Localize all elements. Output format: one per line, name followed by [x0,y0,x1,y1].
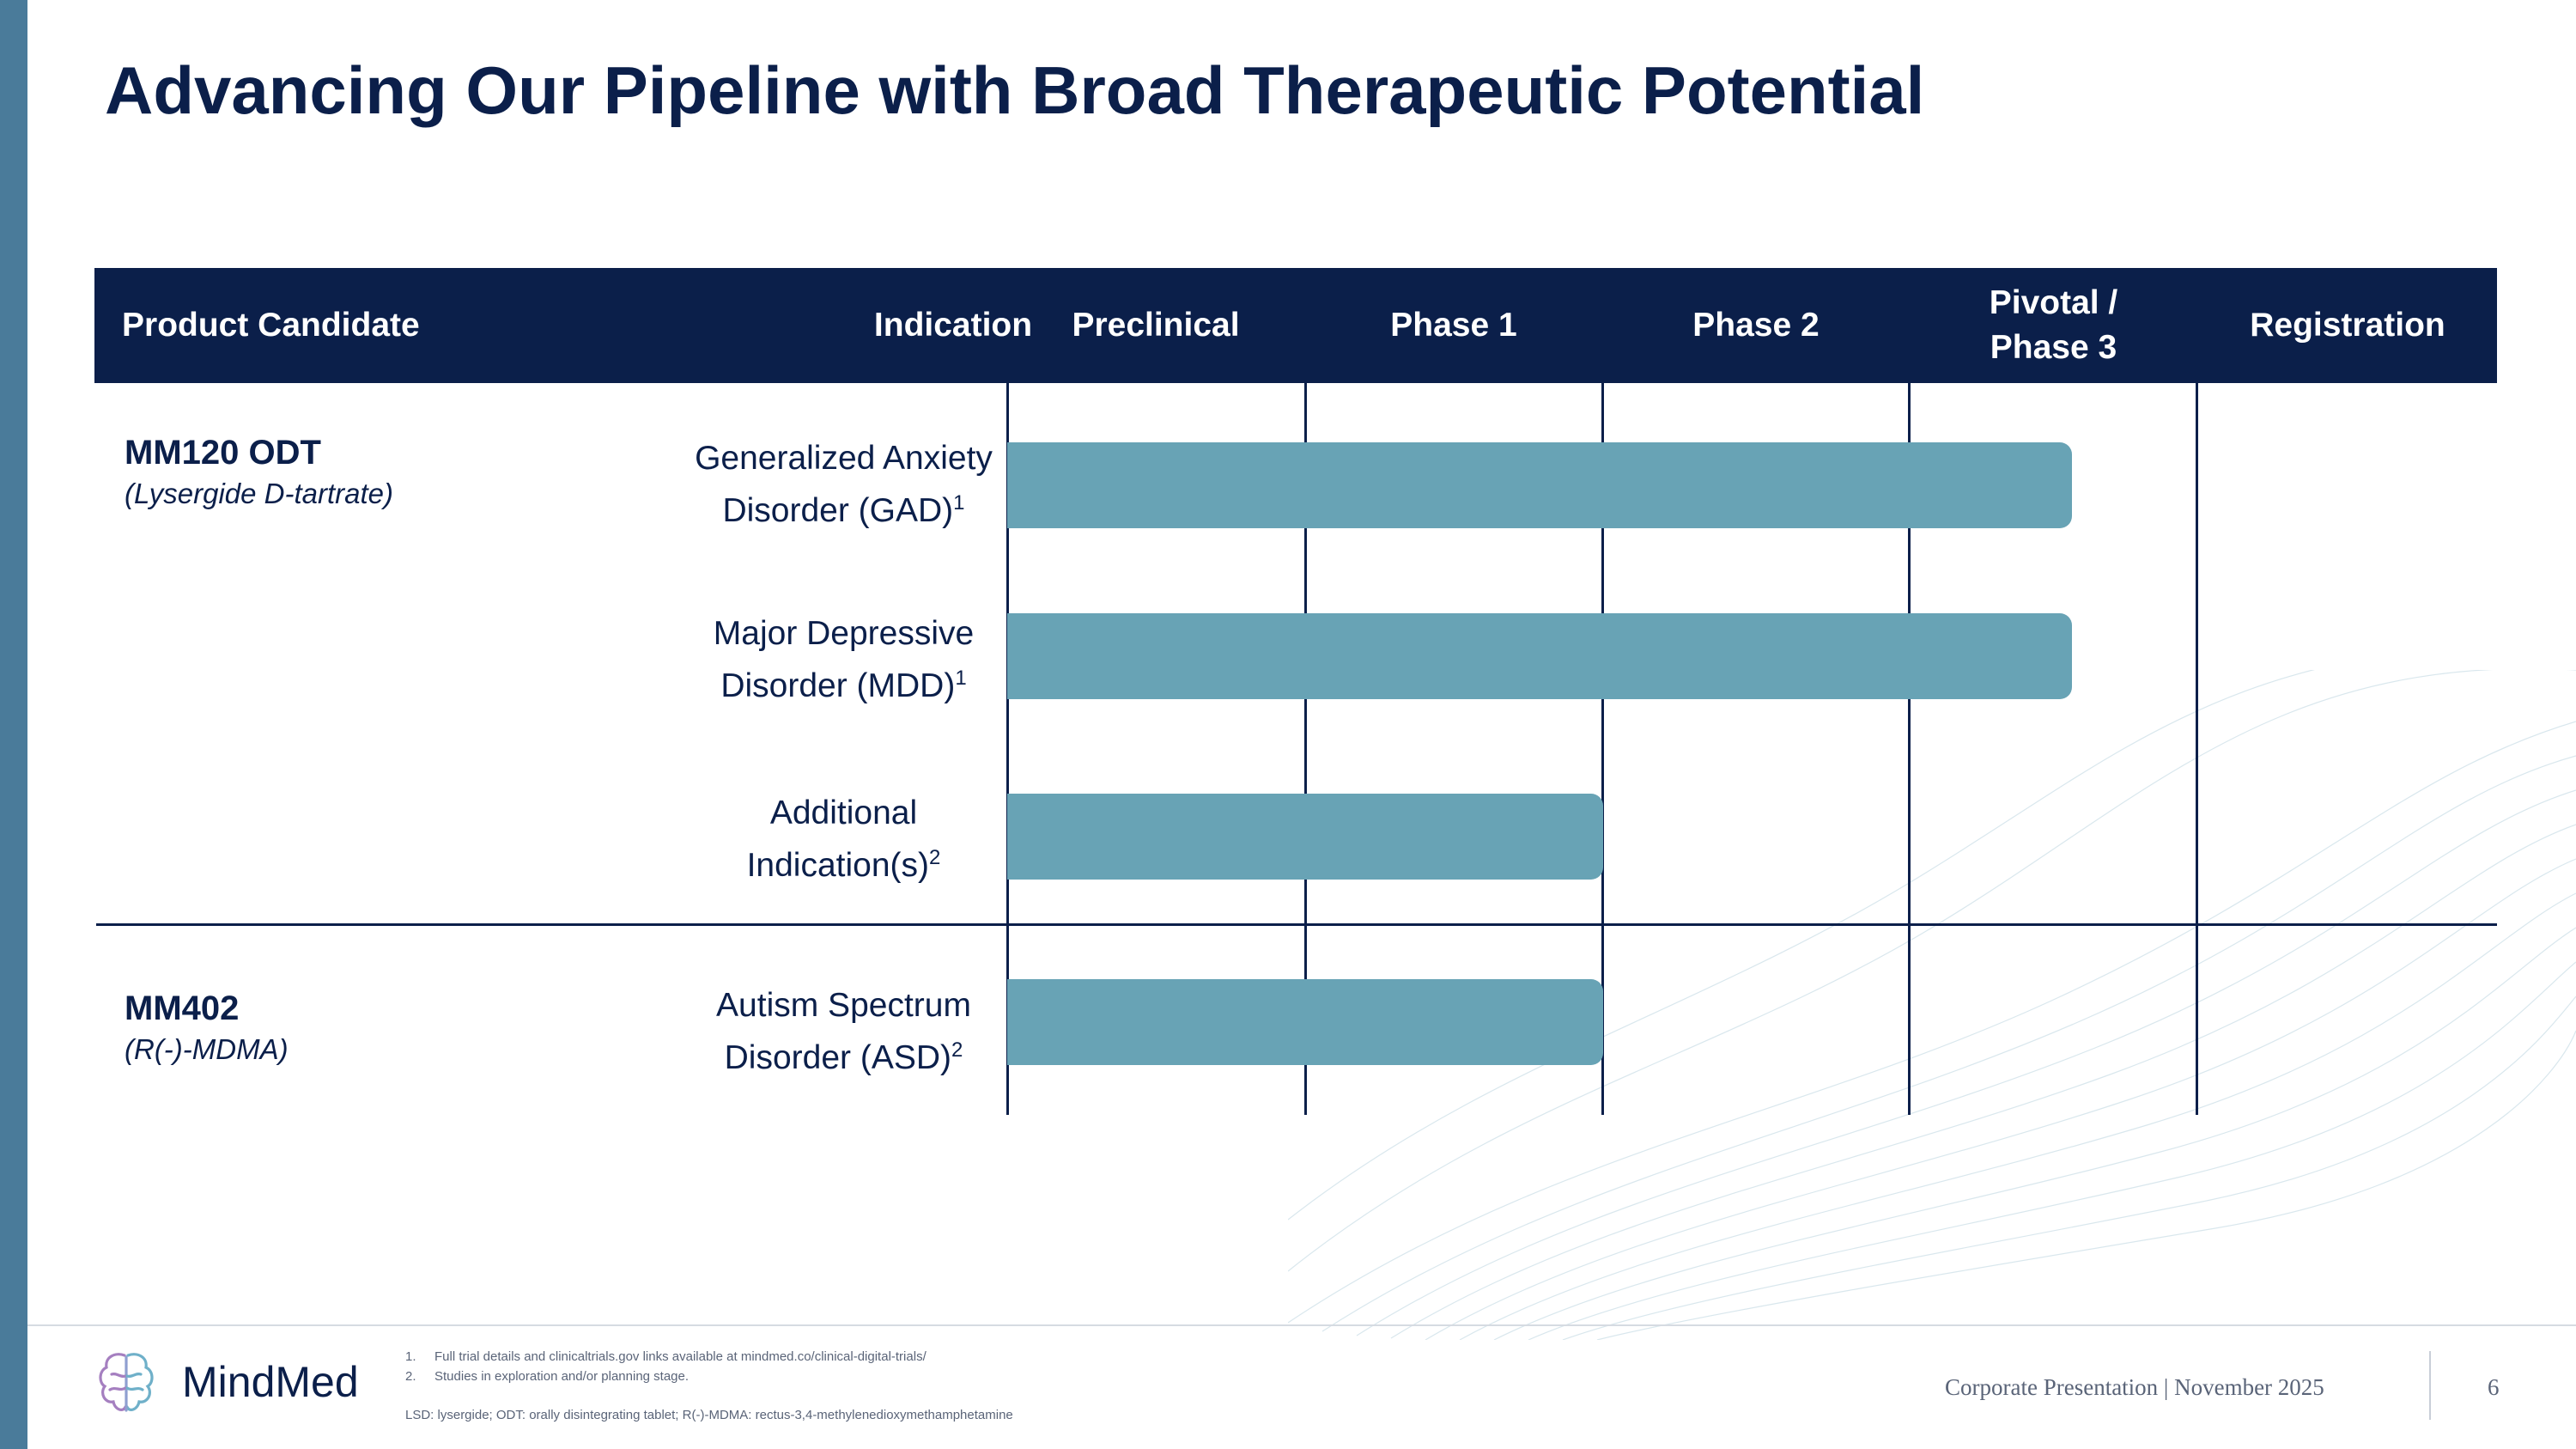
candidate-name-mm402: MM402 [125,989,240,1027]
footnote-2-number: 2. [405,1369,416,1384]
page-number: 6 [2488,1374,2500,1400]
header-registration: Registration [2250,307,2445,344]
progress-bar-mdd [1007,613,2072,699]
brain-logo-icon [99,1353,154,1412]
footnote-1-text: Full trial details and clinicaltrials.go… [434,1349,927,1364]
header-indication: Indication [873,307,1033,344]
footnote-2: 2. Studies in exploration and/or planning… [405,1369,689,1384]
header-pivotal-line2: Phase 3 [1990,329,2117,366]
header-phase-1: Phase 1 [1390,307,1517,344]
candidate-subtitle-mm402: (R(-)-MDMA) [125,1033,289,1065]
header-preclinical: Preclinical [1072,307,1240,344]
indication-additional-footnote: 2 [929,846,941,869]
indication-mdd: Major Depressive Disorder (MDD)1 [670,612,1018,709]
grid-line-phase1-start [1304,383,1307,1115]
progress-bar-asd [1007,979,1603,1065]
indication-asd-line1: Autism Spectrum [716,987,971,1024]
grid-line-pivotal-start [1908,383,1911,1115]
side-accent-bar [0,0,27,1449]
grid-line-registration-start [2196,383,2198,1115]
grid-line-preclinical-start [1006,383,1009,1115]
indication-additional-line2: Indication(s) [746,847,930,884]
footnote-1-number: 1. [405,1349,416,1364]
mindmed-logo-text: MindMed [182,1358,359,1406]
indication-additional: Additional Indication(s)2 [670,791,1018,888]
header-pivotal-line1: Pivotal / [1989,284,2118,321]
indication-gad: Generalized Anxiety Disorder (GAD)1 [670,436,1018,533]
indication-mdd-line2: Disorder (MDD) [720,667,956,704]
indication-gad-line1: Generalized Anxiety [695,440,993,477]
footer-divider-line [27,1324,2576,1326]
abbreviations-note: LSD: lysergide; ODT: orally disintegrati… [405,1408,1013,1422]
footnote-2-text: Studies in exploration and/or planning s… [434,1369,690,1384]
indication-asd-line2: Disorder (ASD) [724,1039,951,1076]
grid-line-phase2-start [1601,383,1604,1115]
candidate-name-mm120: MM120 ODT [125,434,321,472]
candidate-subtitle-mm120: (Lysergide D-tartrate) [125,478,394,509]
indication-mdd-line1: Major Depressive [713,615,975,652]
progress-bar-gad [1007,442,2072,528]
indication-mdd-footnote: 1 [955,667,967,690]
candidate-divider-line [96,923,2497,926]
header-phase-2: Phase 2 [1692,307,1820,344]
indication-gad-line2: Disorder (GAD) [722,492,954,529]
progress-bar-additional [1007,794,1603,880]
indication-additional-line1: Additional [769,795,918,831]
page-title: Advancing Our Pipeline with Broad Therap… [105,52,1925,128]
footer-vertical-divider [2429,1351,2431,1420]
header-pivotal-phase-3: Pivotal / Phase 3 [1910,268,2197,383]
presentation-label: Corporate Presentation | November 2025 [1945,1374,2324,1400]
indication-asd: Autism Spectrum Disorder (ASD)2 [670,983,1018,1081]
footnote-1: 1. Full trial details and clinicaltrials.… [405,1349,927,1364]
header-product-candidate: Product Candidate [122,307,420,344]
indication-asd-footnote: 2 [951,1038,963,1062]
indication-gad-footnote: 1 [953,491,965,514]
table-header-row: Product Candidate Indication Preclinical… [94,268,2497,383]
